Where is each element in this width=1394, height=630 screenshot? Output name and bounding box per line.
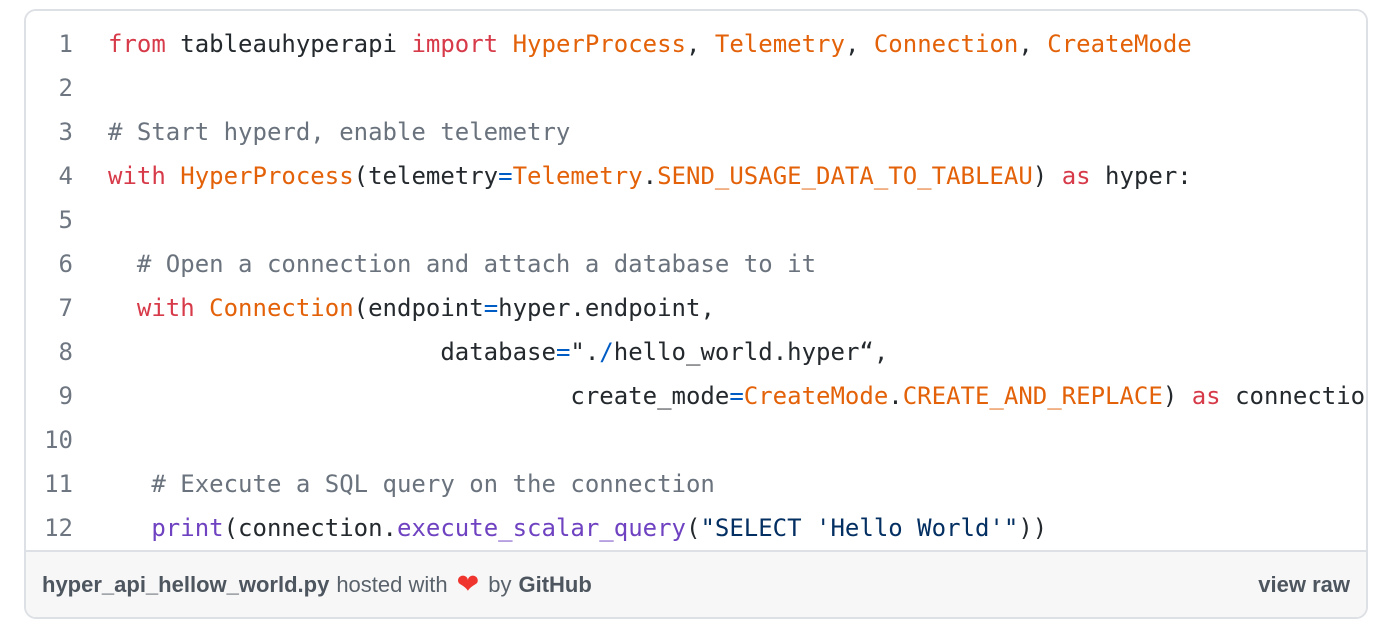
code-token: tableauhyperapi <box>165 30 412 58</box>
hosted-with-text: hosted with <box>336 571 448 597</box>
code-text: from tableauhyperapi import HyperProcess… <box>108 30 1192 58</box>
code-token: import <box>411 30 499 58</box>
code-token <box>498 30 512 58</box>
github-link[interactable]: GitHub <box>518 571 592 597</box>
code-token: hello_world.hyper“, <box>613 338 889 366</box>
view-raw-link[interactable]: view raw <box>1258 571 1350 597</box>
code-text: # Execute a SQL query on the connection <box>108 470 715 498</box>
code-line: 10 <box>26 418 1366 462</box>
line-number: 4 <box>58 162 73 190</box>
code-token: "SELECT 'Hello World'" <box>700 514 1019 542</box>
code-token: HyperProcess <box>512 30 686 58</box>
code-line: 5 <box>26 198 1366 242</box>
line-number: 7 <box>58 294 73 322</box>
code-token: (connection. <box>223 514 397 542</box>
code-token: = <box>729 382 744 410</box>
code-token: (telemetry <box>353 162 499 190</box>
code-token: ". <box>570 338 600 366</box>
code-token: HyperProcess <box>180 162 354 190</box>
code-token: CreateMode <box>1047 30 1192 58</box>
line-number: 10 <box>44 426 73 454</box>
line-number: 1 <box>58 30 73 58</box>
code-token: , <box>1018 30 1048 58</box>
code-token: execute_scalar_query <box>397 514 686 542</box>
code-token: as <box>1061 162 1091 190</box>
code-token: database <box>108 338 556 366</box>
code-token: # Execute a SQL query on the connection <box>108 470 715 498</box>
code-text: # Start hyperd, enable telemetry <box>108 118 570 146</box>
code-token <box>108 294 137 322</box>
code-line: 4 with HyperProcess(telemetry=Telemetry.S… <box>26 154 1366 198</box>
line-number: 6 <box>58 250 73 278</box>
code-token: / <box>599 338 614 366</box>
code-token: = <box>555 338 571 366</box>
code-token: . <box>888 382 903 410</box>
code-token: with <box>108 162 166 190</box>
code-text: # Open a connection and attach a databas… <box>108 250 816 278</box>
code-token <box>195 294 209 322</box>
code-line: 1 from tableauhyperapi import HyperProces… <box>26 22 1366 66</box>
code-line: 7 with Connection(endpoint=hyper.endpoin… <box>26 286 1366 330</box>
code-token: SEND_USAGE_DATA_TO_TABLEAU <box>657 162 1033 190</box>
line-number: 9 <box>58 382 73 410</box>
code-token: hyper.endpoint, <box>498 294 715 322</box>
code-text: create_mode=CreateMode.CREATE_AND_REPLAC… <box>108 382 1366 410</box>
footer-info: hyper_api_hellow_world.py hosted with ❤ … <box>42 571 592 598</box>
code-line: 3 # Start hyperd, enable telemetry <box>26 110 1366 154</box>
code-line: 2 <box>26 66 1366 110</box>
line-number: 5 <box>58 206 73 234</box>
code-token: print <box>151 514 224 542</box>
line-number: 8 <box>58 338 73 366</box>
code-token: # Open a connection and attach a databas… <box>108 250 817 278</box>
code-token: , <box>685 30 715 58</box>
code-token <box>108 514 151 542</box>
code-token: = <box>498 162 513 190</box>
code-text: database="./hello_world.hyper“, <box>108 338 888 366</box>
code-token: = <box>483 294 499 322</box>
code-block: 1 from tableauhyperapi import HyperProces… <box>26 11 1366 550</box>
code-token: )) <box>1018 514 1048 542</box>
code-token: CREATE_AND_REPLACE <box>902 382 1163 410</box>
code-token: Connection <box>209 294 354 322</box>
code-line: 12 print(connection.execute_scalar_query… <box>26 506 1366 550</box>
line-number: 12 <box>44 514 73 542</box>
code-text: with Connection(endpoint=hyper.endpoint, <box>108 294 715 322</box>
line-number: 3 <box>58 118 73 146</box>
code-token: with <box>136 294 195 322</box>
code-line: 11 # Execute a SQL query on the connecti… <box>26 462 1366 506</box>
code-line: 6 # Open a connection and attach a datab… <box>26 242 1366 286</box>
gist-footer: hyper_api_hellow_world.py hosted with ❤ … <box>26 550 1366 617</box>
by-text: by <box>488 571 512 597</box>
line-number: 11 <box>44 470 73 498</box>
code-token: Connection <box>873 30 1019 58</box>
code-token: connection: <box>1235 382 1366 410</box>
line-number: 2 <box>58 74 73 102</box>
code-token <box>166 162 180 190</box>
heart-icon: ❤ <box>456 569 480 599</box>
code-token: CreateMode <box>743 382 889 410</box>
code-text: print(connection.execute_scalar_query("S… <box>108 514 1047 542</box>
code-token: (endpoint <box>353 294 484 322</box>
code-token: ) <box>1162 382 1192 410</box>
gist-embed: 1 from tableauhyperapi import HyperProces… <box>24 9 1368 619</box>
code-text: with HyperProcess(telemetry=Telemetry.SE… <box>108 162 1192 190</box>
code-token: from <box>108 30 166 58</box>
code-line: 9 create_mode=CreateMode.CREATE_AND_REPL… <box>26 374 1366 418</box>
code-token: hyper: <box>1090 162 1192 190</box>
code-token: as <box>1191 382 1221 410</box>
code-token: # Start hyperd, enable telemetry <box>108 118 571 146</box>
code-token: Telemetry <box>714 30 845 58</box>
code-token: Telemetry <box>512 162 643 190</box>
code-token: ) <box>1032 162 1062 190</box>
code-token: , <box>844 30 874 58</box>
code-token: . <box>642 162 658 190</box>
code-token: ( <box>685 514 701 542</box>
gist-filename-link[interactable]: hyper_api_hellow_world.py <box>42 571 330 597</box>
code-token: create_mode <box>108 382 730 410</box>
code-line: 8 database="./hello_world.hyper“, <box>26 330 1366 374</box>
